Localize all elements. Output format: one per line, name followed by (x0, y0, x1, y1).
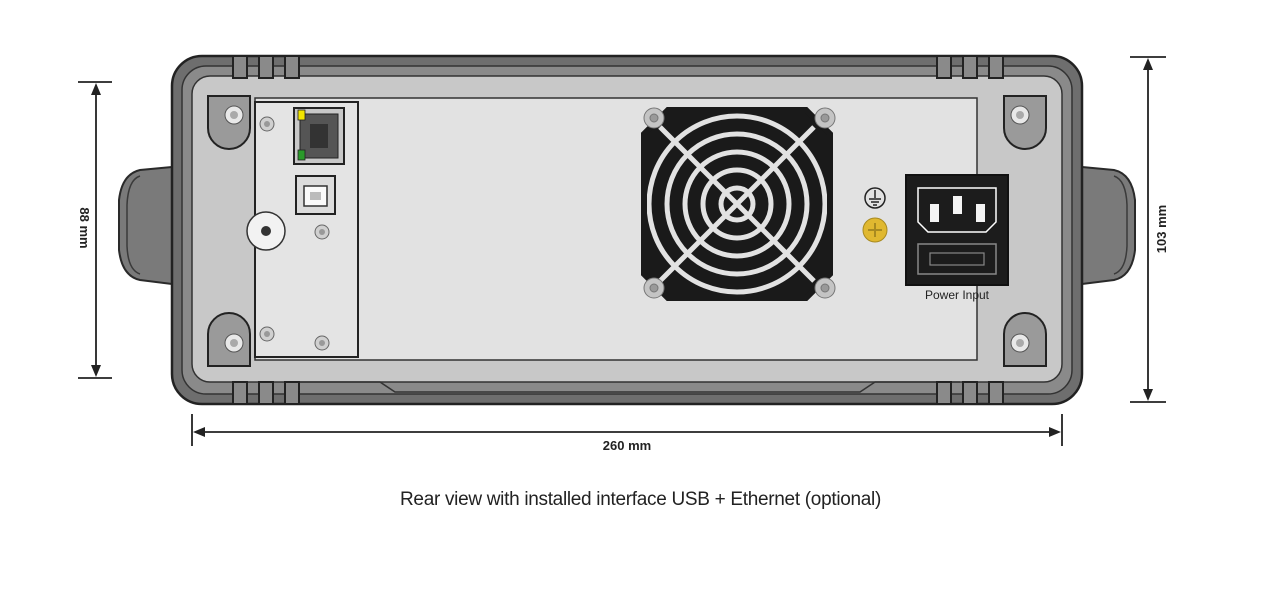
usb-b-port[interactable] (295, 175, 336, 215)
corner-bumpers (207, 95, 1047, 367)
power-inlet[interactable] (905, 174, 1009, 286)
ethernet-port[interactable] (293, 107, 345, 165)
dimension-width (191, 414, 1063, 446)
dimension-height-inner (78, 81, 112, 379)
corner-bumper-bottom-right (1003, 312, 1047, 367)
fuse-holder[interactable] (917, 243, 997, 275)
protective-earth-icon (864, 187, 886, 209)
rear-panel (254, 97, 978, 361)
dimension-height-outer-label: 103 mm (1154, 205, 1169, 253)
ethernet-led-green (297, 149, 306, 161)
dimension-height-inner-label: 88 mm (77, 207, 92, 248)
dimension-height-outer (1130, 56, 1166, 403)
corner-bumper-bottom-left (207, 312, 251, 367)
corner-bumper-top-right (1003, 95, 1047, 150)
right-handle (1081, 165, 1136, 286)
fan-screws (643, 107, 836, 299)
corner-bumper-top-left (207, 95, 251, 150)
card-thumbscrew[interactable] (246, 211, 286, 251)
power-input-label: Power Input (925, 288, 990, 302)
dimension-width-label: 260 mm (603, 438, 651, 453)
ethernet-led-yellow (297, 109, 306, 121)
case-vent-tabs (232, 55, 1004, 405)
left-handle (118, 165, 173, 286)
ground-screw[interactable] (862, 217, 888, 243)
fan-grille-icon (641, 107, 833, 301)
figure-caption: Rear view with installed interface USB +… (400, 489, 881, 510)
